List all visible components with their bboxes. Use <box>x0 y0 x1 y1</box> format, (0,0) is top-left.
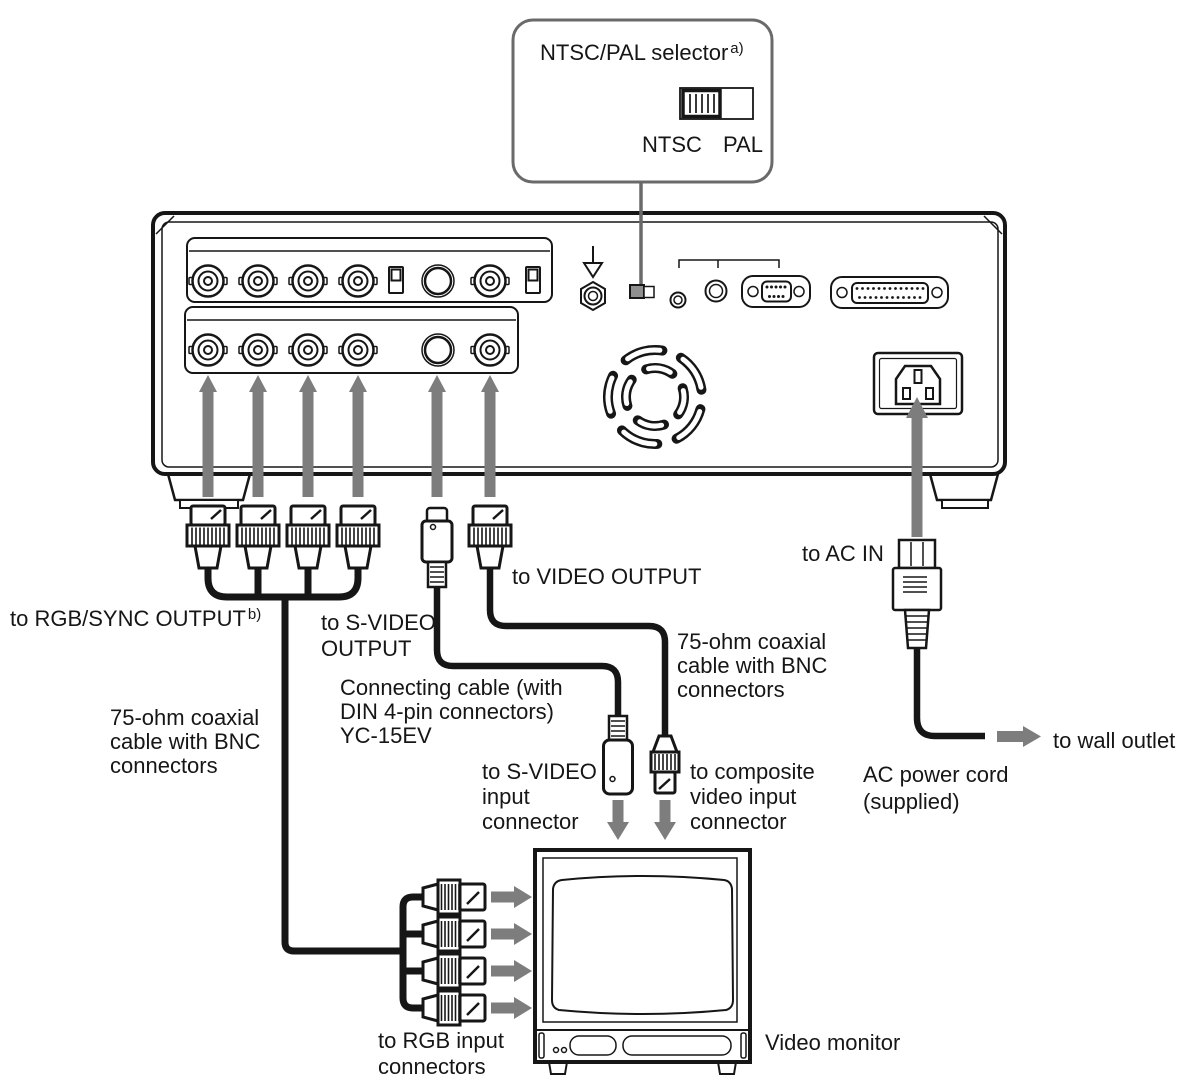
arrow-right-wall-icon <box>997 726 1041 747</box>
bnc-plug-icon <box>421 989 487 1027</box>
chassis-corner-chamfer-left <box>155 215 175 235</box>
arrow-right-icon <box>491 997 532 1019</box>
ntsc-pal-slide-switch-icon <box>679 87 754 120</box>
monitor-side-slot <box>740 1032 747 1059</box>
bnc-plug-down-icon <box>649 734 681 795</box>
connector-row-lower <box>184 306 519 374</box>
ground-terminal-icon <box>580 246 606 312</box>
arrow-up-ac-icon <box>906 397 928 537</box>
ac-cable <box>913 646 985 740</box>
label-connecting-cable: Connecting cable (with DIN 4-pin connect… <box>340 675 563 748</box>
device-chassis-inner-line <box>161 221 999 468</box>
remote-jacks-group <box>669 259 780 309</box>
switch-label-pal: PAL <box>723 132 763 157</box>
video-cable <box>486 568 669 737</box>
cables <box>204 560 669 1012</box>
db25-port-icon <box>830 276 949 309</box>
ntsc-pal-switch-on-panel <box>629 284 655 299</box>
monitor-led <box>552 1046 560 1054</box>
ntsc-pal-callout <box>511 18 774 292</box>
s-video-plug-down-icon <box>602 714 634 796</box>
label-to-wall-outlet: to wall outlet <box>1053 728 1176 753</box>
bnc-plug-icon <box>421 915 487 953</box>
s-video-cable <box>433 583 622 718</box>
s-video-plug-icon <box>420 506 454 589</box>
monitor-led <box>560 1046 568 1054</box>
device-foot-right <box>928 472 1000 509</box>
slide-switch-icon <box>525 266 541 294</box>
chassis-corner-chamfer-right <box>983 215 1003 235</box>
din-jack-icon <box>420 332 456 368</box>
group-bracket <box>678 259 780 268</box>
label-to-composite-input: to composite video input connector <box>690 759 815 834</box>
label-coax-cable-left: 75-ohm coaxial cable with BNC connectors <box>110 705 261 778</box>
device-rear-panel <box>151 211 1007 509</box>
monitor-screen <box>550 875 735 1015</box>
din-jack-icon <box>420 263 456 299</box>
arrow-right-icon <box>491 960 532 982</box>
cooling-fan-icon <box>603 345 707 449</box>
label-to-rgb-input: to RGB input connectors <box>378 1028 504 1079</box>
arrow-down-icon <box>654 800 676 840</box>
monitor-side-slot <box>538 1032 545 1059</box>
arrow-down-icon <box>607 800 629 840</box>
label-to-ac-in: to AC IN <box>802 541 884 566</box>
bnc-plug-icon <box>285 504 331 570</box>
label-video-monitor: Video monitor <box>765 1030 901 1055</box>
label-coax-cable-right: 75-ohm coaxial cable with BNC connectors <box>677 629 828 702</box>
monitor-panel-door <box>622 1035 732 1056</box>
footnote-a: a) <box>730 40 744 57</box>
switch-label-ntsc: NTSC <box>642 132 702 157</box>
db9-port-icon <box>741 275 811 308</box>
bnc-plug-icon <box>421 878 487 916</box>
ac-plug-icon <box>891 538 943 650</box>
video-monitor <box>533 848 752 1075</box>
monitor-panel-door <box>569 1035 617 1056</box>
footnote-b: b) <box>247 606 262 623</box>
arrow-right-icon <box>491 923 532 945</box>
minijack-icon <box>669 291 687 309</box>
label-to-video-output: to VIDEO OUTPUT <box>512 564 702 589</box>
slide-switch-icon <box>388 266 404 294</box>
callout-box <box>511 18 774 184</box>
label-to-s-video-input: to S-VIDEO input connector <box>482 759 597 834</box>
ac-power-cord <box>891 538 985 740</box>
bnc-plug-icon <box>421 952 487 990</box>
bnc-plug-icon <box>185 504 231 570</box>
bnc-plug-icon <box>467 504 513 570</box>
connector-row-upper <box>186 237 553 303</box>
arrow-right-icon <box>491 886 532 908</box>
label-ac-power-cord: AC power cord (supplied) <box>863 762 1009 814</box>
minijack-icon <box>704 279 728 303</box>
label-to-s-video-output: to S-VIDEO OUTPUT <box>321 610 436 661</box>
bnc-plug-icon <box>335 504 381 570</box>
bnc-plug-icon <box>235 504 281 570</box>
